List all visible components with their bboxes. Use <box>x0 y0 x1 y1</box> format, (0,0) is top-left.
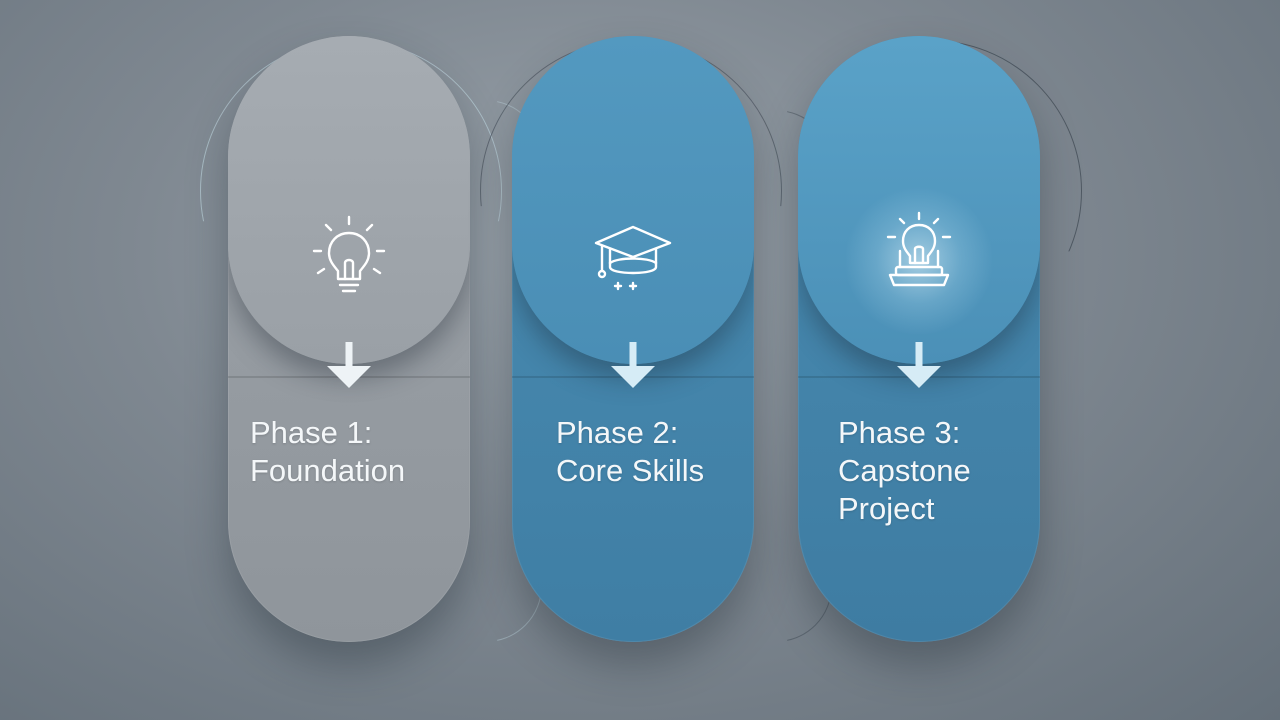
phase-2-title: Phase 2: <box>556 415 679 450</box>
phase-3-card: Phase 3: Capstone Project <box>798 36 1040 642</box>
phase-3-title: Phase 3: <box>838 415 961 450</box>
phase-1-subtitle: Foundation <box>250 453 406 488</box>
phase-1-cap <box>228 36 470 364</box>
phase-1-label: Phase 1: Foundation <box>250 414 460 490</box>
arrow-down-icon <box>327 342 371 388</box>
lightbulb-icon <box>312 215 386 293</box>
phase-3-label: Phase 3: Capstone Project <box>838 414 1030 528</box>
graduation-cap-icon <box>594 225 672 291</box>
phase-2-card: Phase 2: Core Skills <box>512 36 754 642</box>
phase-1-card: Phase 1: Foundation <box>228 36 470 642</box>
phase-2-subtitle: Core Skills <box>556 453 705 488</box>
arrow-down-icon <box>611 342 655 388</box>
arrow-down-icon <box>897 342 941 388</box>
phase-2-cap <box>512 36 754 364</box>
icon-glow <box>844 186 994 336</box>
phase-2-label: Phase 2: Core Skills <box>556 414 744 490</box>
phase-1-title: Phase 1: <box>250 415 373 450</box>
lightbulb-podium-icon <box>886 211 952 287</box>
phase-3-subtitle: Capstone Project <box>838 453 971 526</box>
